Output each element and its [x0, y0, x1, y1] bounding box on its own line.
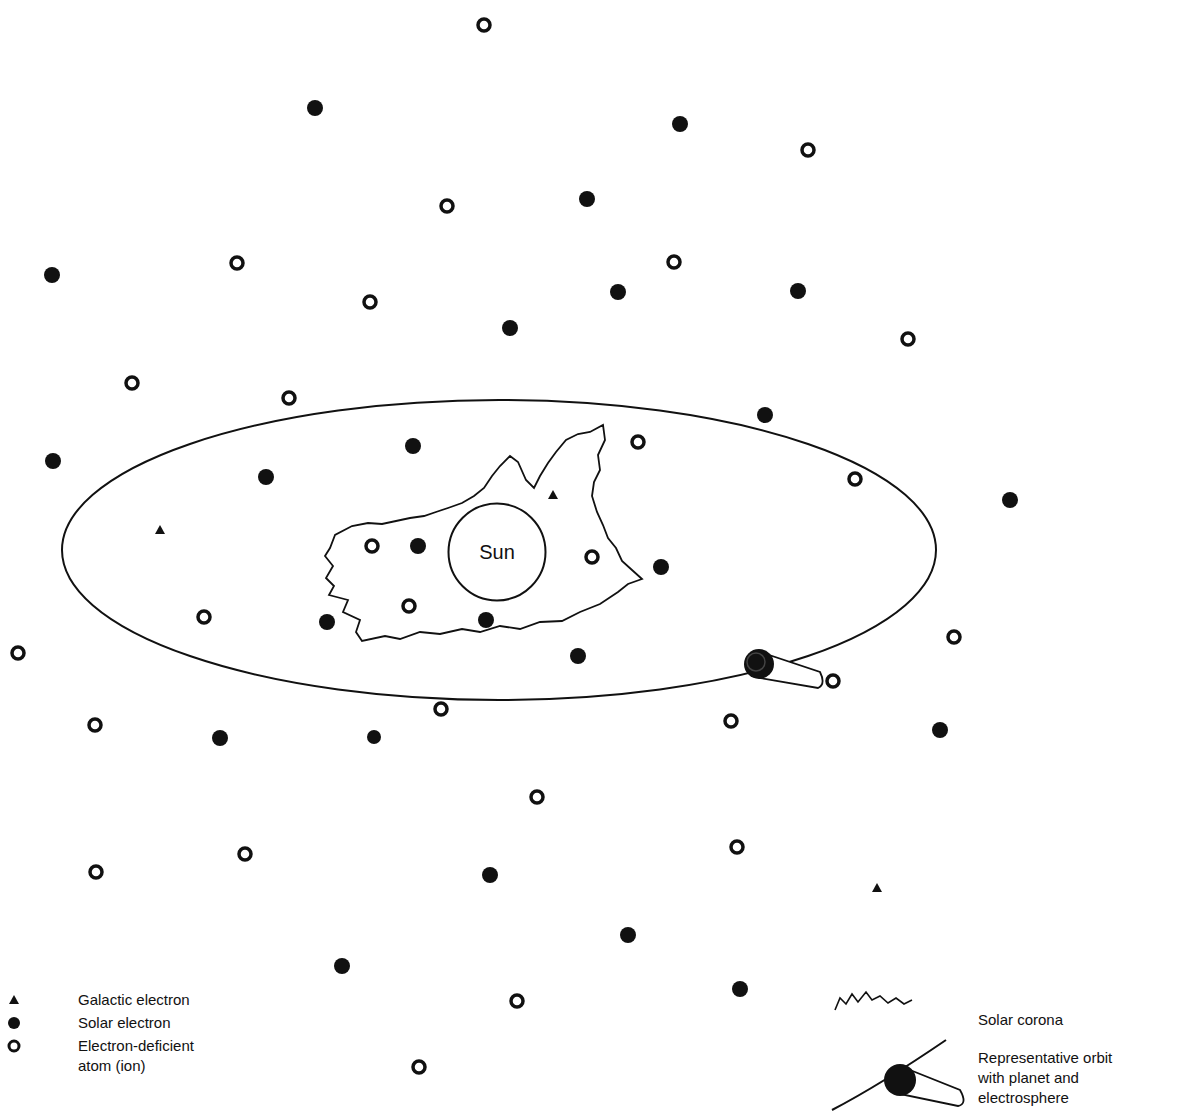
galactic-electron-triangles [155, 490, 882, 892]
solar-electron-dots [44, 100, 1018, 997]
legend-symbols [8, 992, 964, 1110]
solar-corona [325, 425, 642, 641]
legend-label: Solar electron [78, 1013, 298, 1033]
planet-orbit [62, 400, 936, 700]
ion-dots [12, 19, 960, 1073]
legend-label: Electron-deficient atom (ion) [78, 1036, 218, 1076]
legend-label: Solar corona [978, 1010, 1178, 1030]
sun-circle: Sun [447, 502, 547, 602]
planet-with-electrosphere [744, 649, 823, 688]
legend-label: Galactic electron [78, 990, 298, 1010]
node-label: Sun [479, 541, 515, 564]
legend-label: Representative orbit with planet and ele… [978, 1048, 1118, 1108]
